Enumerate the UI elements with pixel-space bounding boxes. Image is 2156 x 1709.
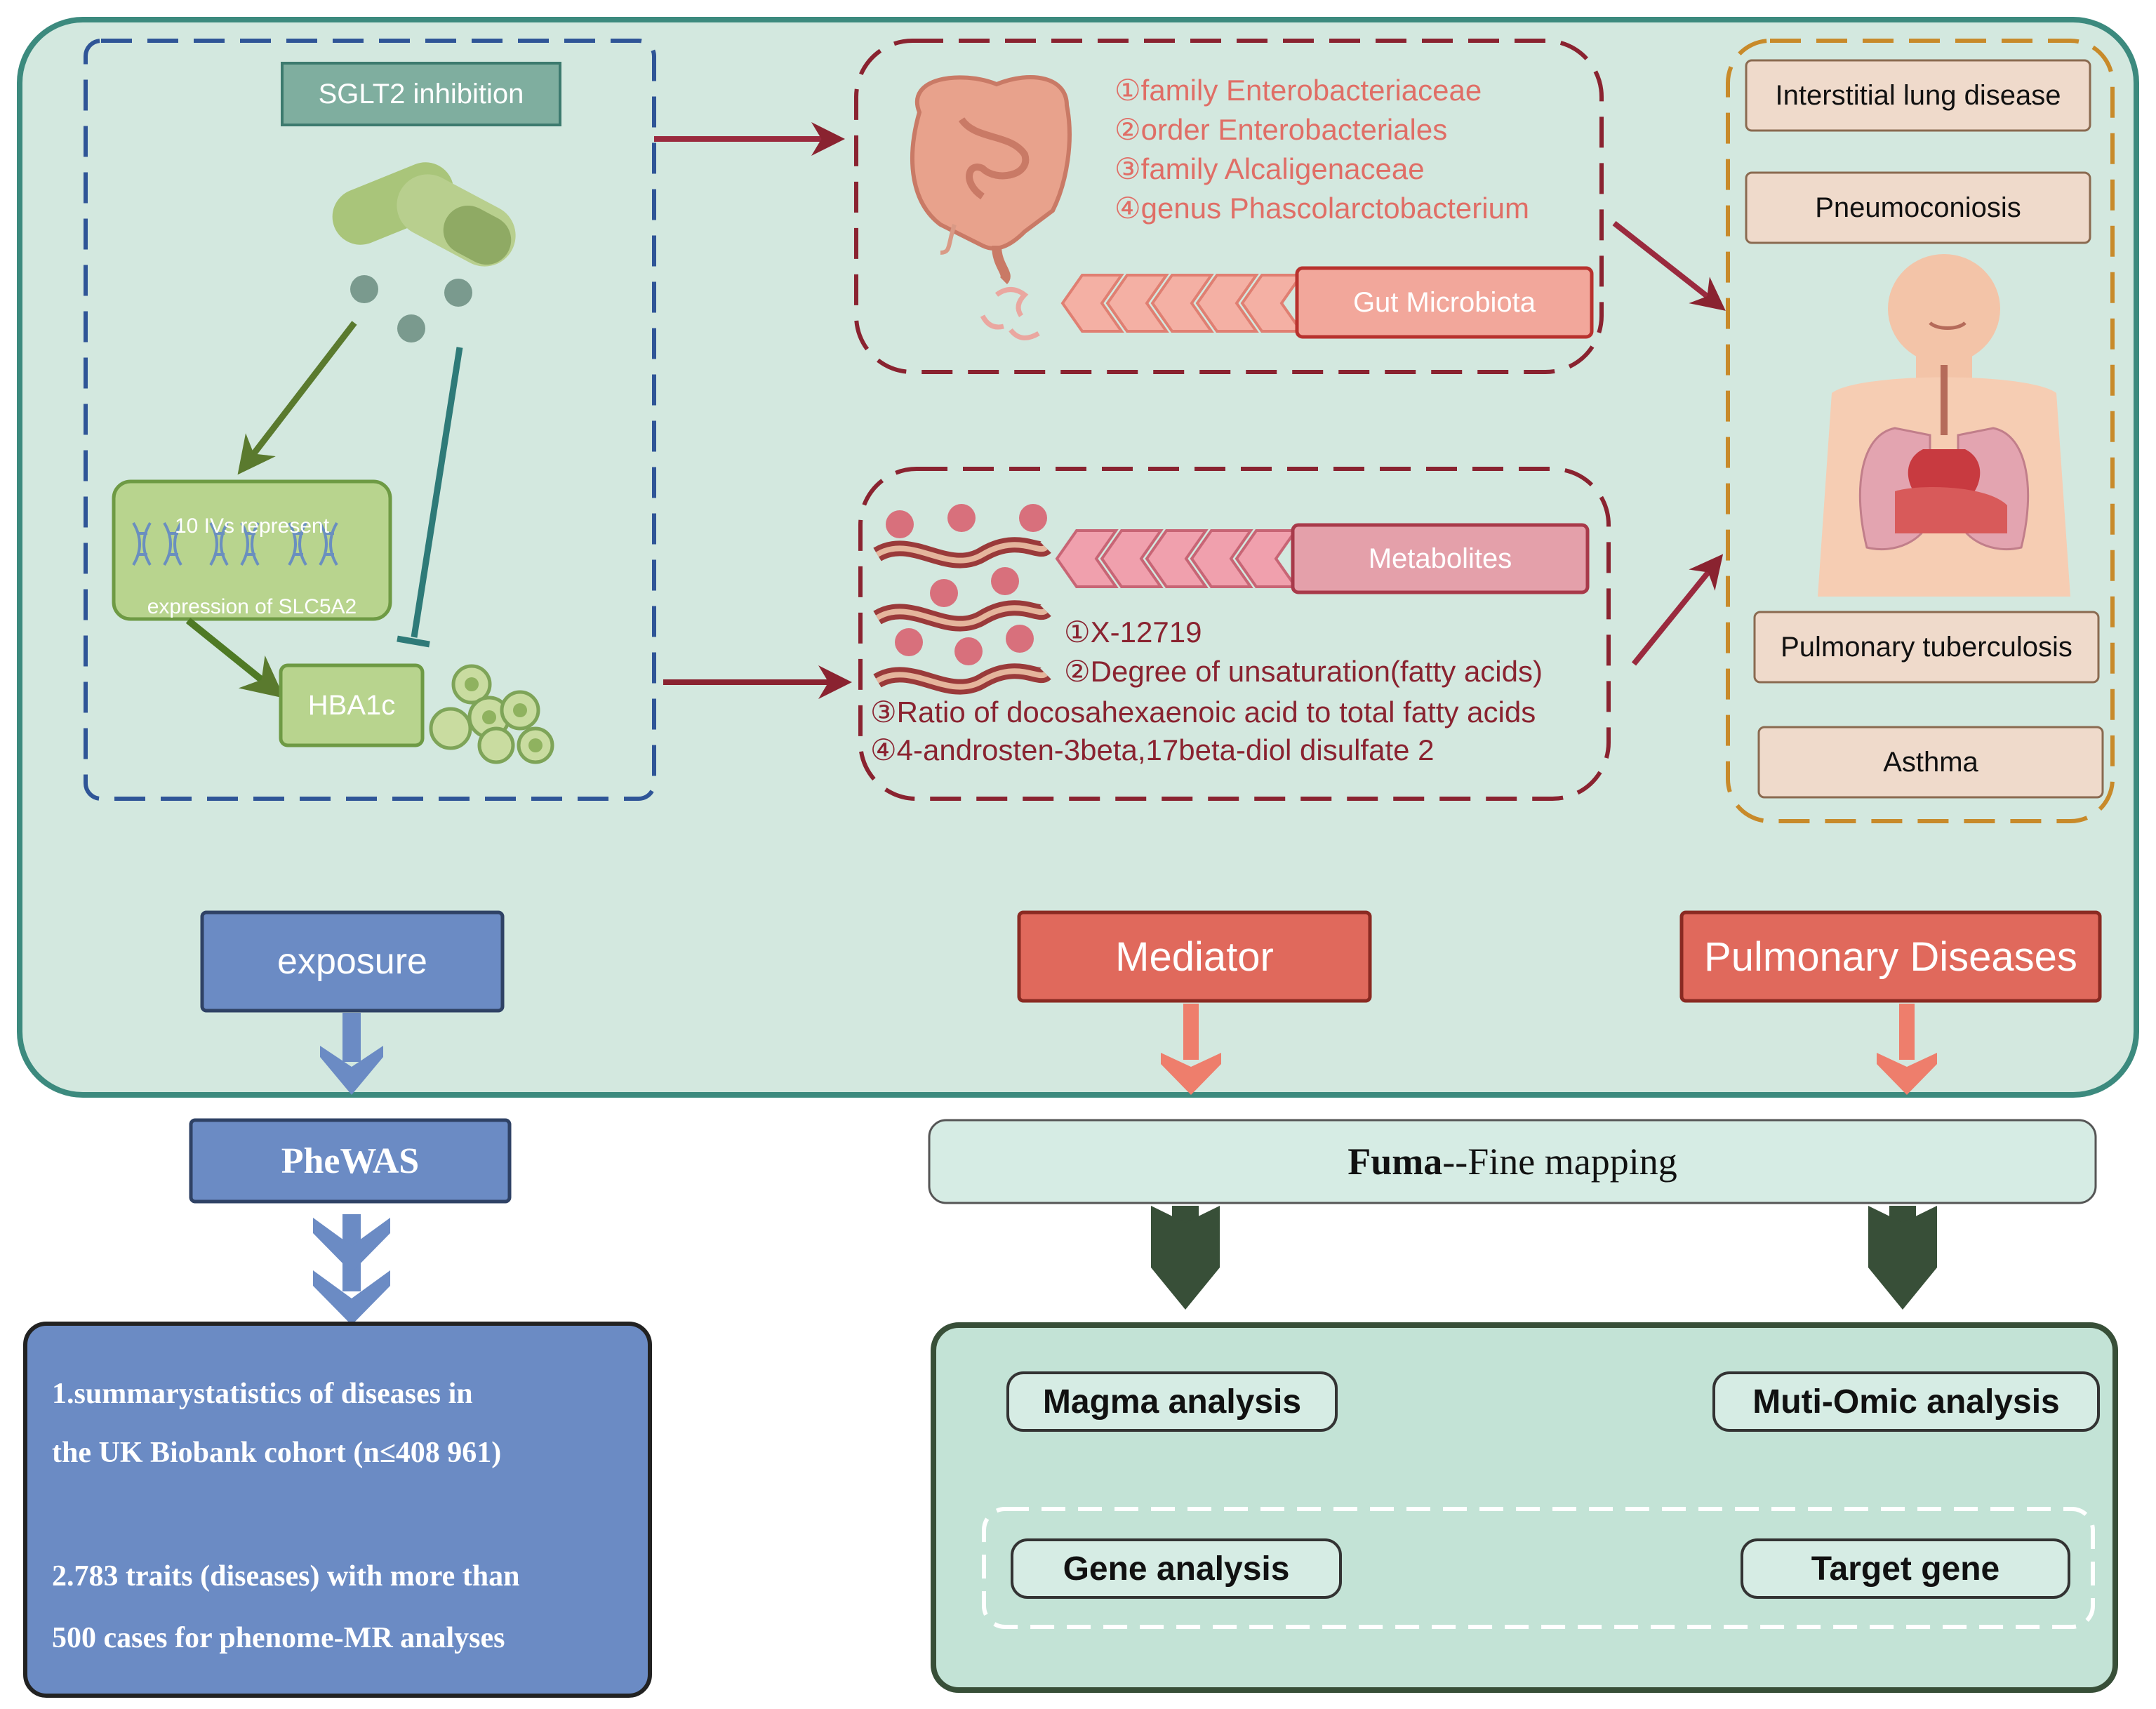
exposure-header-box (200, 910, 505, 1013)
disease-item-4: Asthma (1883, 746, 1978, 778)
fuma-box (928, 1119, 2097, 1204)
mediator-down-arrow (1161, 1004, 1221, 1095)
fuma-label-bold: Fuma (1348, 1141, 1443, 1183)
gut-item-1: ①family Enterobacteriaceae (1114, 74, 1482, 107)
gut-item-4: ④genus Phascolarctobacterium (1114, 192, 1529, 225)
metabolite-chevrons (1055, 529, 1298, 588)
metabolite-item-4: ④4-androsten-3beta,17beta-diol disulfate… (870, 733, 1435, 766)
disease-item-3: Pulmonary tuberculosis (1781, 631, 2072, 663)
torso-lungs-icon (1818, 254, 2070, 597)
outcome-down-arrow (1877, 1004, 1937, 1095)
hba1c-label: HBA1c (307, 689, 396, 721)
multiomic-pill: Muti-Omic analysis (1712, 1371, 2100, 1432)
gut-dashed-box (854, 39, 1604, 374)
mediator-header: Mediator (1115, 933, 1274, 980)
capsule-icon (332, 162, 516, 267)
fuma-right-arrow (1868, 1206, 1937, 1310)
bacteria-icon (980, 287, 1040, 340)
phewas-line-3: 2.783 traits (diseases) with more than (52, 1560, 520, 1592)
fuma-left-arrow (1151, 1206, 1220, 1310)
sglt2-title: SGLT2 inhibition (318, 78, 524, 109)
metabolite-label-box (1291, 523, 1590, 594)
inhibition-line (411, 347, 463, 638)
fuma-label: Fuma--Fine mapping (929, 1120, 2096, 1203)
sglt2-title-box (281, 62, 561, 126)
metabolite-item-3: ③Ratio of docosahexaenoic acid to total … (870, 696, 1536, 729)
gut-label: Gut Microbiota (1352, 286, 1536, 318)
disease-item-2: Pneumoconiosis (1815, 192, 2021, 223)
cells-icon (429, 664, 554, 764)
phewas-box (189, 1118, 512, 1204)
disease-item-1: Interstitial lung disease (1775, 79, 2061, 111)
gut-chevrons (1060, 274, 1304, 333)
magma-pill: Magma analysis (1006, 1371, 1338, 1432)
phewas-label: PheWAS (281, 1141, 420, 1181)
phewas-down-arrow (313, 1214, 390, 1325)
gene-pill: Gene analysis (1011, 1538, 1342, 1599)
outcome-header-box (1679, 910, 2102, 1003)
disease-dashed-box (1726, 39, 2115, 823)
intestine-icon (910, 75, 1072, 284)
gut-item-2: ②order Enterobacteriales (1114, 113, 1448, 146)
metabolite-item-1: ①X-12719 (1064, 616, 1202, 649)
phewas-line-1: 1.summarystatistics of diseases in (52, 1378, 473, 1410)
phewas-line-4: 500 cases for phenome-MR analyses (52, 1622, 505, 1654)
gut-label-box (1295, 266, 1594, 339)
phewas-line-2: the UK Biobank cohort (n≤408 961) (52, 1437, 502, 1469)
target-pill: Target gene (1741, 1538, 2070, 1599)
exposure-down-arrow (320, 1013, 383, 1095)
metabolite-label: Metabolites (1368, 543, 1512, 574)
iv-label-line1: 10 IVs represent (174, 514, 330, 538)
outcome-header: Pulmonary Diseases (1704, 933, 2077, 980)
gene-dashed-box (982, 1507, 2095, 1629)
phewas-detail-box (23, 1322, 652, 1698)
exposure-header: exposure (277, 941, 427, 982)
dna-icons (132, 521, 338, 566)
blood-vessel-icon (873, 504, 1051, 695)
fuma-label-rest: --Fine mapping (1442, 1141, 1677, 1183)
hba1c-box (279, 663, 425, 747)
gut-item-3: ③family Alcaligenaceae (1114, 152, 1425, 185)
metabolite-dashed-box (858, 467, 1611, 801)
exposure-dashed-box (84, 39, 656, 801)
mediator-header-box (1017, 910, 1372, 1003)
iv-label-line2: expression of SLC5A2 (147, 595, 357, 618)
metabolite-item-2: ②Degree of unsaturation(fatty acids) (1064, 655, 1543, 688)
